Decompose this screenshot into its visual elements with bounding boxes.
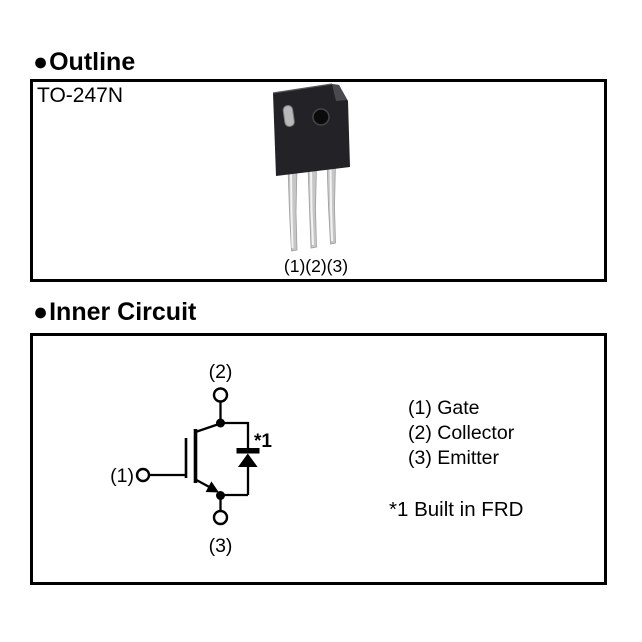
inner-circuit-panel: (2) (1) (3) *1 (1) Gate (2) Collector (3… xyxy=(30,333,607,585)
diode-anode-triangle xyxy=(238,453,258,467)
package-top-edge-highlight xyxy=(272,83,333,94)
pin-label-collector: (2) xyxy=(209,361,233,383)
emitter-terminal-circle xyxy=(212,509,229,526)
outline-section-title: ●Outline xyxy=(33,49,135,75)
package-body xyxy=(273,84,350,176)
frd-note: *1 Built in FRD xyxy=(389,498,524,521)
package-corner-chamfer xyxy=(332,84,347,101)
lead-3-highlight xyxy=(329,164,333,242)
package-mounting-hole-icon xyxy=(312,108,330,126)
lead-2-highlight xyxy=(310,167,314,246)
emitter-arrow-icon xyxy=(205,481,219,493)
collector-junction-dot xyxy=(216,418,225,428)
diode-ref-label: *1 xyxy=(254,431,272,452)
legend-gate: (1) Gate xyxy=(408,397,480,419)
igbt-circuit-diagram: (2) (1) (3) *1 xyxy=(110,361,272,557)
package-name-label: TO-247N xyxy=(37,84,123,107)
diode-branch-top-wire xyxy=(220,421,250,449)
inner-circuit-section-title: ●Inner Circuit xyxy=(33,299,196,325)
lead-1-highlight xyxy=(290,169,294,249)
package-leads xyxy=(287,161,336,252)
emitter-junction-dot xyxy=(216,491,225,500)
bullet-icon: ● xyxy=(33,48,49,76)
package-slot xyxy=(282,105,295,127)
legend-collector: (2) Collector xyxy=(408,422,515,444)
outline-title-text: Outline xyxy=(49,48,136,76)
diode-symbol xyxy=(236,448,260,467)
diode-cathode-bar xyxy=(236,448,260,454)
inner-circuit-title-text: Inner Circuit xyxy=(49,298,197,326)
legend-emitter: (3) Emitter xyxy=(408,447,500,469)
outline-panel: TO-247N (1)(2)(3) xyxy=(30,79,607,282)
package-drawing: (1)(2)(3) xyxy=(272,83,350,276)
pin-label-gate: (1) xyxy=(110,465,134,487)
gate-terminal-circle xyxy=(135,467,151,483)
circuit-wires xyxy=(149,401,250,511)
package-pin-caption: (1)(2)(3) xyxy=(284,256,348,276)
igbt-collector-diagonal xyxy=(195,422,221,434)
collector-terminal-circle xyxy=(212,387,229,403)
pin-legend: (1) Gate (2) Collector (3) Emitter xyxy=(408,396,514,471)
pin-label-emitter: (3) xyxy=(209,535,233,557)
bullet-icon: ● xyxy=(33,298,49,326)
